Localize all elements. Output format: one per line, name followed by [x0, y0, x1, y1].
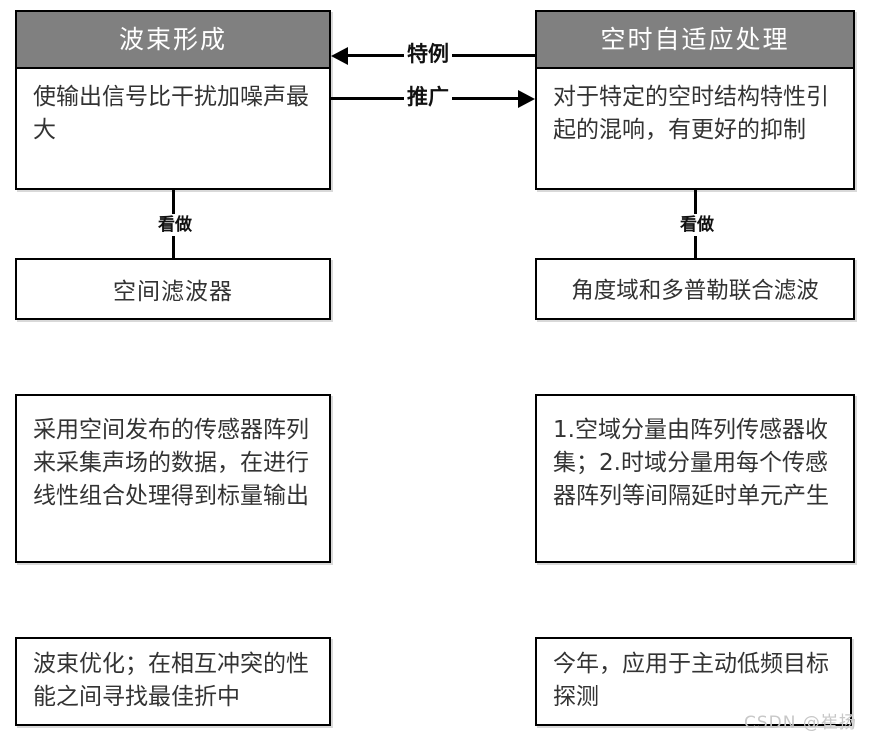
stap-summary-box: 今年，应用于主动低频目标探测 [535, 637, 852, 726]
beamforming-detail-box: 采用空间发布的传感器阵列来采集声场的数据，在进行线性组合处理得到标量输出 [15, 394, 331, 563]
right-regarded-as-label: 看做 [677, 214, 717, 236]
beamforming-box: 波束形成 使输出信号比干扰加噪声最大 [15, 10, 331, 190]
left-regarded-as-label: 看做 [155, 214, 195, 236]
edge-generalization-arrowhead [518, 90, 535, 108]
spatial-filter-label: 空间滤波器 [113, 279, 233, 305]
beamforming-summary-text: 波束优化；在相互冲突的性能之间寻找最佳折中 [33, 651, 309, 710]
stap-box: 空时自适应处理 对于特定的空时结构特性引起的混响，有更好的抑制 [535, 10, 855, 190]
beamforming-header: 波束形成 [17, 12, 329, 69]
stap-detail-box: 1.空域分量由阵列传感器收集；2.时域分量用每个传感器阵列等间隔延时单元产生 [535, 394, 855, 563]
beamforming-detail-text: 采用空间发布的传感器阵列来采集声场的数据，在进行线性组合处理得到标量输出 [33, 417, 309, 509]
csdn-watermark: CSDN @崔扬 [744, 713, 857, 733]
beamforming-summary-box: 波束优化；在相互冲突的性能之间寻找最佳折中 [15, 637, 331, 726]
spatial-filter-box: 空间滤波器 [15, 258, 331, 320]
edge-special-case-label: 特例 [404, 43, 452, 65]
edge-generalization-label: 推广 [404, 86, 452, 108]
stap-description: 对于特定的空时结构特性引起的混响，有更好的抑制 [553, 84, 829, 143]
stap-detail-text: 1.空域分量由阵列传感器收集；2.时域分量用每个传感器阵列等间隔延时单元产生 [553, 417, 829, 509]
stap-summary-text: 今年，应用于主动低频目标探测 [553, 651, 829, 710]
edge-special-case-arrowhead [331, 47, 348, 65]
joint-filter-label: 角度域和多普勒联合滤波 [571, 278, 819, 304]
joint-filter-box: 角度域和多普勒联合滤波 [535, 258, 855, 320]
beamforming-description: 使输出信号比干扰加噪声最大 [33, 84, 309, 143]
stap-header: 空时自适应处理 [537, 12, 853, 69]
